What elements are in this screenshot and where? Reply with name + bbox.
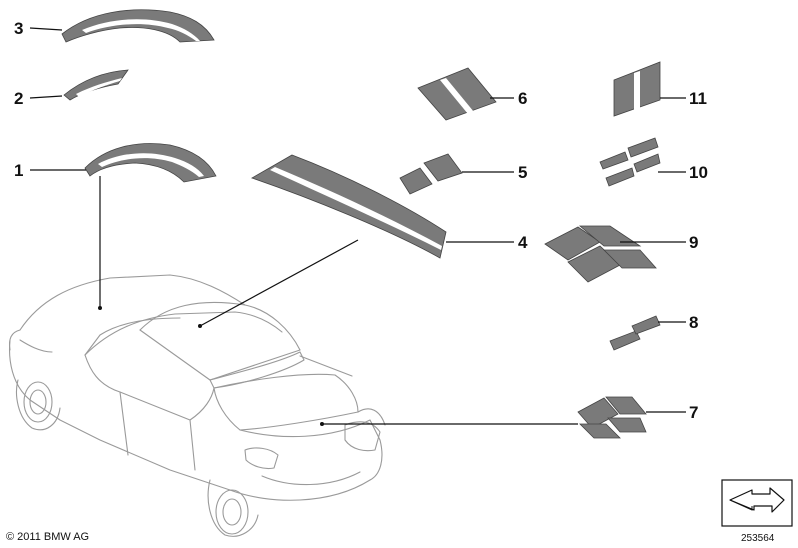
callout-11: 11 — [689, 89, 707, 108]
callout-3: 3 — [14, 19, 23, 38]
callout-9: 9 — [689, 233, 698, 252]
decal-part-9 — [544, 225, 657, 283]
decal-part-1 — [84, 143, 217, 183]
decal-part-10 — [599, 137, 661, 187]
leader-lines — [29, 27, 686, 426]
direction-arrow-icon — [721, 479, 793, 527]
callout-7: 7 — [689, 403, 698, 422]
callout-8: 8 — [689, 313, 698, 332]
decal-part-11 — [613, 61, 661, 117]
callout-10: 10 — [689, 163, 708, 182]
decal-part-6 — [417, 67, 497, 121]
decal-part-5 — [399, 153, 463, 195]
decal-part-3 — [61, 9, 215, 43]
callout-1: 1 — [14, 161, 23, 180]
decal-part-2 — [63, 69, 129, 101]
reference-number: 253564 — [741, 533, 775, 544]
callout-6: 6 — [518, 89, 527, 108]
callout-4: 4 — [518, 233, 528, 252]
copyright-text: © 2011 BMW AG — [6, 531, 89, 543]
decal-part-4 — [251, 154, 447, 259]
decal-part-7 — [577, 396, 647, 439]
callout-2: 2 — [14, 89, 23, 108]
car-outline-icon — [8, 274, 386, 537]
callout-labels: 3 2 1 6 5 4 11 10 9 8 7 — [14, 19, 708, 422]
callout-5: 5 — [518, 163, 527, 182]
decal-part-8 — [609, 315, 661, 351]
